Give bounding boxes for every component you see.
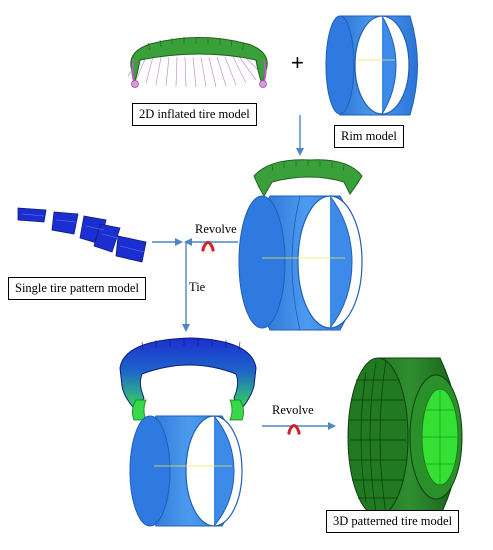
tie-label: Tie [189,280,206,294]
revolve-label-1: Revolve [195,222,237,236]
tied-tire-with-rim [119,337,257,527]
single-tire-pattern-model [17,207,147,263]
rim-model [325,15,418,116]
inflated-tire-2d-model [127,37,268,88]
label-3d-patterned-tire-model: 3D patterned tire model [326,510,460,533]
revolve-icon [287,424,301,435]
patterned-tire-3d-model [347,357,463,517]
revolve-label-2: Revolve [272,403,314,417]
label-single-tire-pattern-model: Single tire pattern model [8,277,146,300]
rim-with-inflated-tire [238,159,363,331]
revolve-icon [201,241,215,252]
plus-operator: + [291,50,304,75]
flow-arrows [152,115,336,430]
label-rim-model: Rim model [334,125,404,148]
label-2d-inflated-tire-model: 2D inflated tire model [132,103,257,126]
